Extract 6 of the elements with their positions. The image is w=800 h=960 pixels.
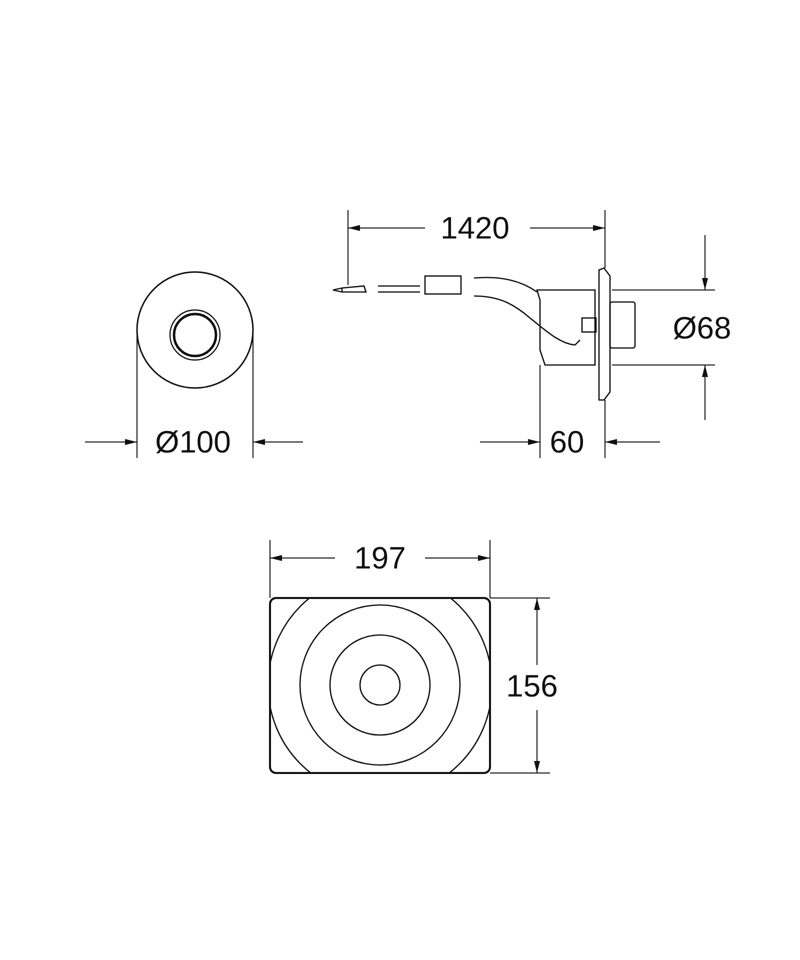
dimension-label: 60: [550, 426, 584, 458]
dimension-label: 1420: [440, 212, 510, 244]
dimension-label: Ø100: [155, 426, 231, 458]
dimension-label: 197: [354, 542, 406, 574]
dimension-label: Ø68: [672, 312, 732, 344]
dimension-label: 156: [506, 670, 558, 702]
